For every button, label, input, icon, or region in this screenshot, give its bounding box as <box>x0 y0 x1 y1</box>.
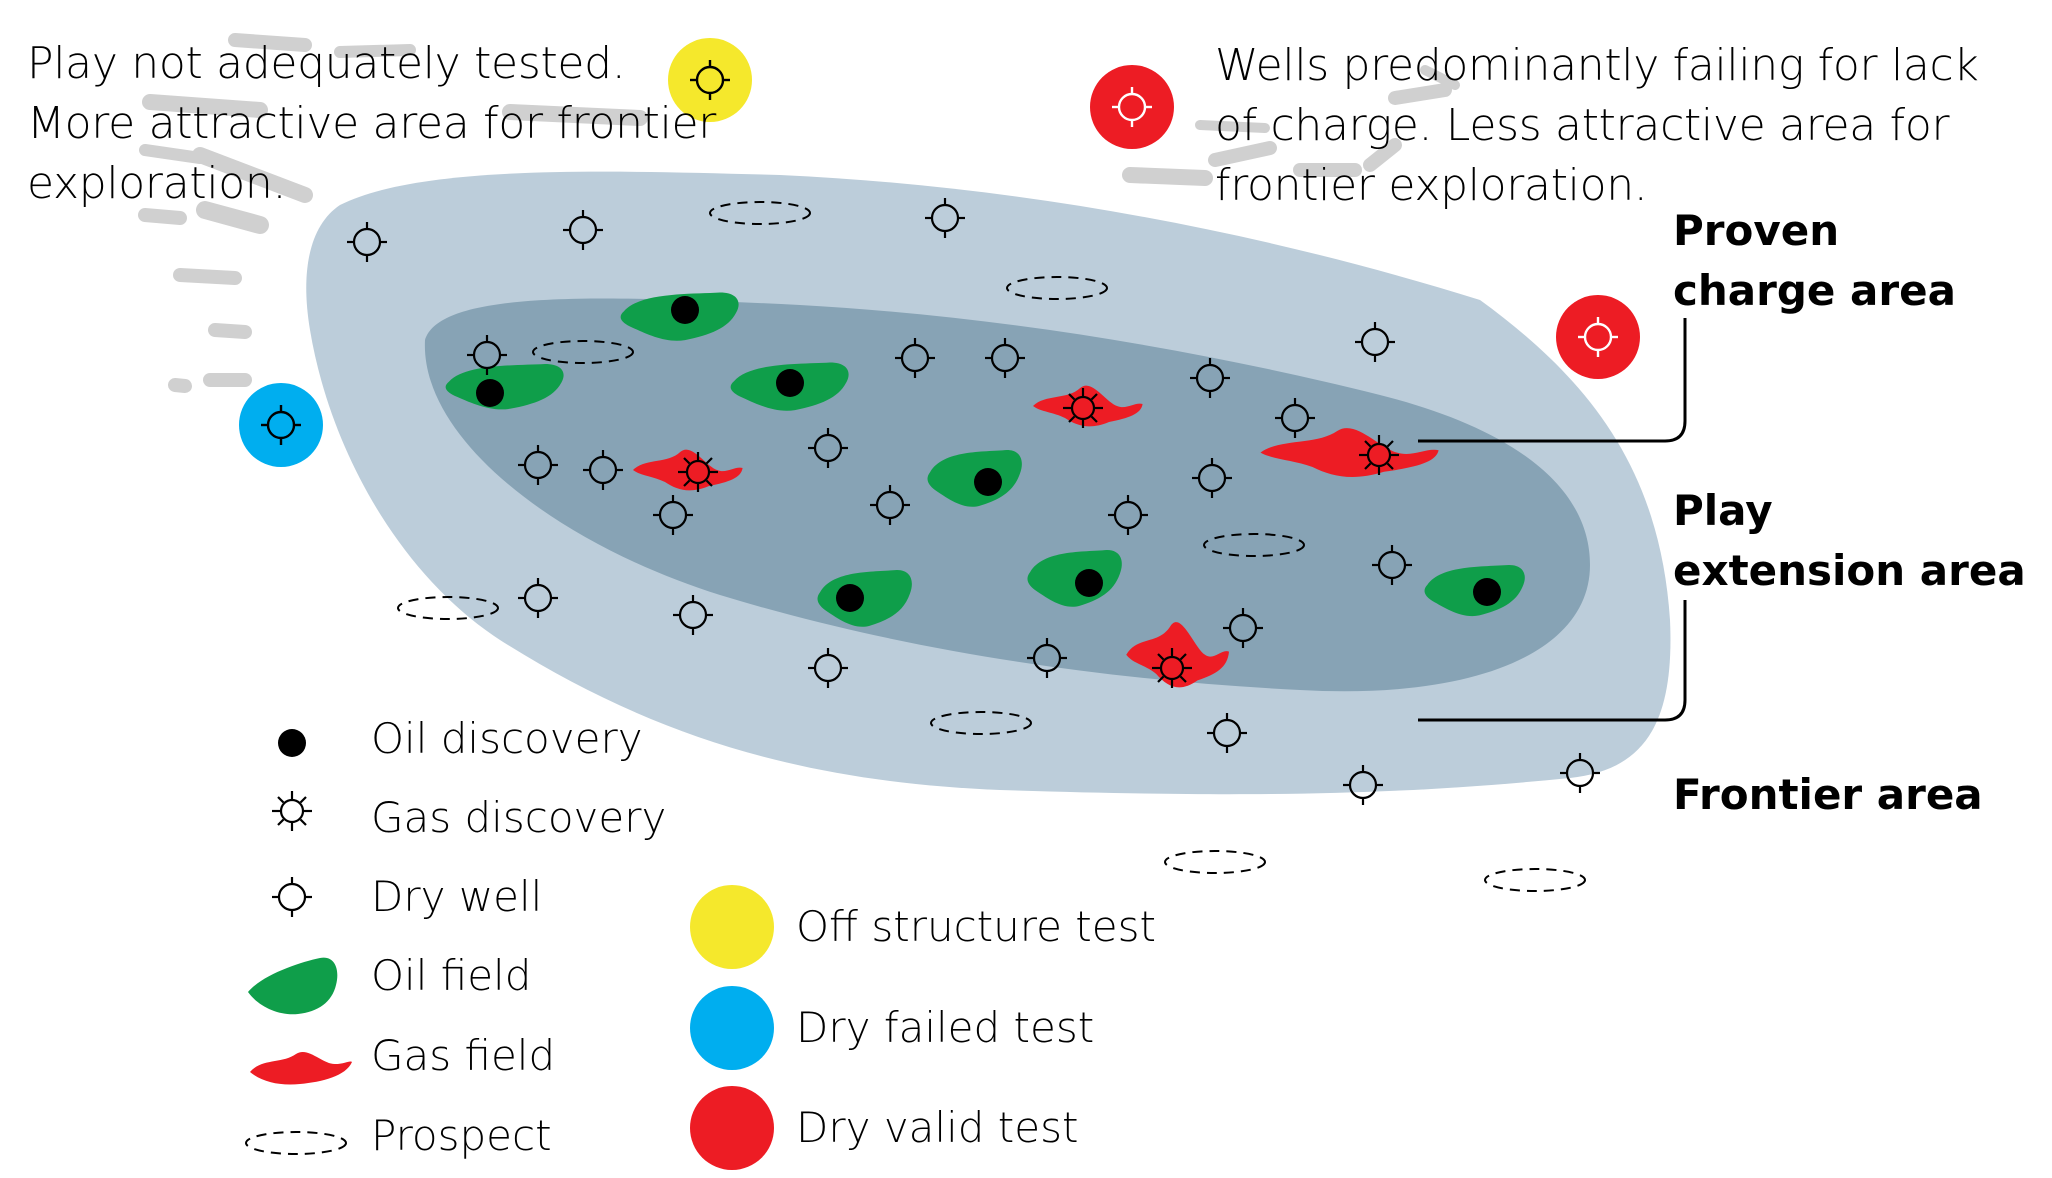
dry-failed-test-swatch <box>690 986 774 1070</box>
dry-valid-test-marker <box>1556 295 1640 379</box>
dry-well-icon <box>270 875 314 919</box>
oil-discoveries <box>476 296 1501 612</box>
smudge-marks <box>138 33 1460 393</box>
frontier-area-label: Frontier area <box>1673 770 1983 819</box>
oil-field-icon <box>248 957 338 1015</box>
legend-oil-discovery: Oil discovery <box>371 714 643 763</box>
legend-dry-valid-test: Dry valid test <box>796 1103 1079 1152</box>
prospect <box>532 340 634 364</box>
note-failing-charge: Wells predominantly failing for lack of … <box>1215 36 1979 216</box>
test-markers <box>239 38 1640 467</box>
note-line: Wells predominantly failing for lack <box>1215 40 1979 91</box>
oil-discovery-icon <box>1473 578 1501 606</box>
prospect <box>1484 868 1586 892</box>
legend-prospect: Prospect <box>371 1111 552 1160</box>
gas-field-icon <box>250 1051 352 1085</box>
legend-gas-discovery: Gas discovery <box>371 793 667 842</box>
leader-lines <box>1418 318 1687 722</box>
prospect <box>1006 276 1108 300</box>
prospect <box>397 596 499 620</box>
play-extension-area-label: Play extension area <box>1673 486 2026 595</box>
legend-icons <box>245 729 774 1170</box>
legend-dry-failed-test: Dry failed test <box>796 1003 1095 1052</box>
note-line: exploration. <box>27 158 287 209</box>
prospect-icon <box>245 1131 347 1155</box>
gas-discovery-icon <box>270 789 314 833</box>
proven-charge-area-shape <box>424 298 1590 692</box>
note-untested-play: Play not adequately tested. More attract… <box>27 34 716 214</box>
legend-oil-field: Oil field <box>371 951 532 1000</box>
prospect <box>1203 533 1305 557</box>
oil-discovery-icon <box>671 296 699 324</box>
proven-charge-area-label: Proven charge area <box>1673 206 1956 315</box>
legend-gas-field: Gas field <box>371 1031 556 1080</box>
off-structure-test-swatch <box>690 885 774 969</box>
note-line: of charge. Less attractive area for <box>1215 100 1950 151</box>
legend-dry-well: Dry well <box>371 872 543 921</box>
note-line: More attractive area for frontier <box>27 98 717 149</box>
oil-discovery-icon <box>476 379 504 407</box>
oil-discovery-icon <box>278 729 306 757</box>
note-line: Play not adequately tested. <box>27 38 626 89</box>
prospect <box>930 711 1032 735</box>
prospects <box>397 201 1586 892</box>
oil-discovery-icon <box>974 468 1002 496</box>
off-structure-test-marker <box>668 38 752 122</box>
oil-discovery-icon <box>1075 569 1103 597</box>
dry-valid-test-marker <box>1090 65 1174 149</box>
note-line: frontier exploration. <box>1215 160 1648 211</box>
oil-discovery-icon <box>776 369 804 397</box>
prospect <box>1164 850 1266 874</box>
prospect <box>709 201 811 225</box>
oil-discovery-icon <box>836 584 864 612</box>
dry-valid-test-swatch <box>690 1086 774 1170</box>
dry-failed-test-marker <box>239 383 323 467</box>
legend-off-structure-test: Off structure test <box>796 902 1156 951</box>
